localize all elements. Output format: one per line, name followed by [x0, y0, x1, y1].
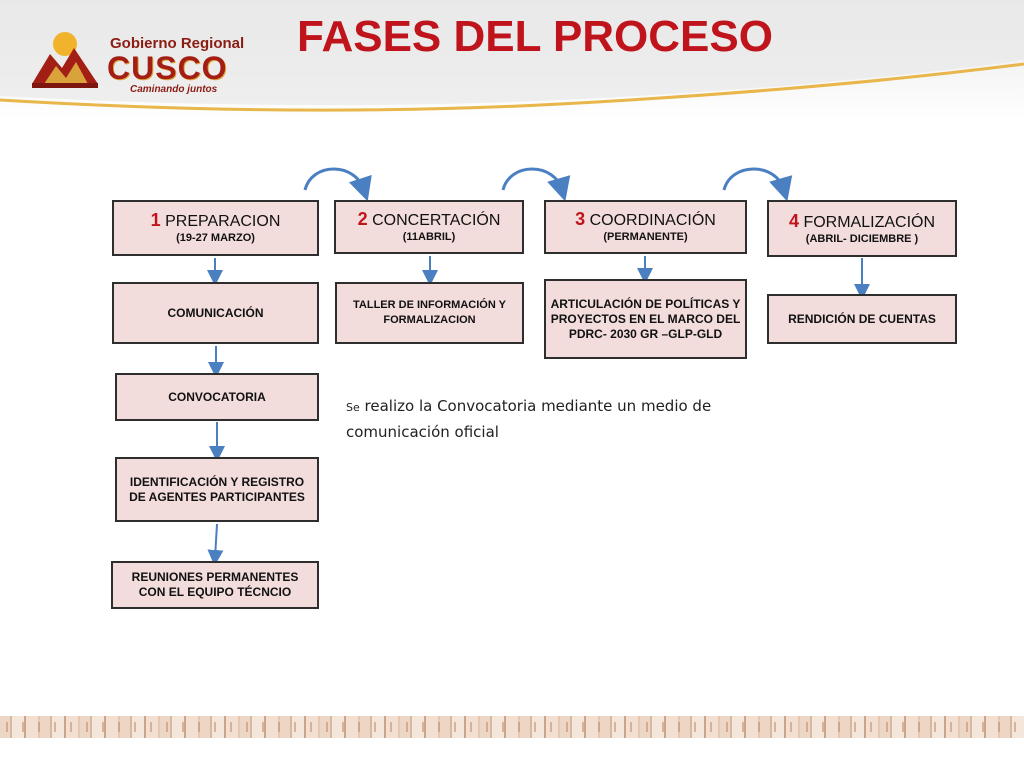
phase-3-box: 3 COORDINACIÓN (PERMANENTE) [544, 200, 747, 254]
arrow-identificacion-to-reuniones [207, 523, 224, 566]
step-articulacion: ARTICULACIÓN DE POLÍTICAS Y PROYECTOS EN… [544, 279, 747, 359]
step-articulacion-label: ARTICULACIÓN DE POLÍTICAS Y PROYECTOS EN… [550, 296, 741, 341]
decorative-bottom-border-pattern [0, 722, 1024, 732]
phase-4-label: FORMALIZACIÓN [803, 213, 936, 231]
phase-4-number: 4 [788, 210, 799, 231]
logo-line1: Gobierno Regional [110, 35, 245, 52]
logo-line2: CUSCO [107, 50, 228, 86]
phase-4-dates: (ABRIL- DICIEMBRE ) [805, 232, 919, 245]
phase-2-label: CONCERTACIÓN [372, 212, 501, 229]
phase-1-label: PREPARACION [165, 213, 281, 230]
phase-1-title: 1 PREPARACION [151, 211, 281, 231]
step-reuniones-label: REUNIONES PERMANENTES CON EL EQUIPO TÉCN… [131, 570, 299, 599]
curved-arrow-3-4 [722, 167, 793, 202]
phase-1-box: 1 PREPARACION (19-27 MARZO) [112, 200, 319, 256]
convocatoria-note: Se realizo la Convocatoria mediante un m… [346, 394, 746, 445]
step-identificacion: IDENTIFICACIÓN Y REGISTRO DE AGENTES PAR… [115, 457, 319, 522]
step-comunicacion: COMUNICACIÓN [112, 282, 319, 344]
note-prefix: Se [346, 401, 360, 414]
page-title: FASES DEL PROCESO [297, 12, 773, 61]
phase-2-dates: (11ABRIL) [402, 231, 456, 243]
step-taller-label: TALLER DE INFORMACIÓN Y FORMALIZACION [353, 299, 506, 326]
gobierno-regional-cusco-logo: Gobierno Regional CUSCO Caminando juntos [30, 20, 244, 98]
phase-3-label: COORDINACIÓN [589, 212, 716, 229]
curved-arrow-2-3 [501, 167, 571, 202]
step-comunicacion-label: COMUNICACIÓN [167, 305, 264, 320]
phase-2-box: 2 CONCERTACIÓN (11ABRIL) [334, 200, 524, 254]
phase-2-title: 2 CONCERTACIÓN [358, 210, 501, 230]
header-curve-decoration [0, 0, 1024, 112]
step-taller: TALLER DE INFORMACIÓN Y FORMALIZACION [335, 282, 524, 344]
phase-3-number: 3 [575, 209, 586, 229]
step-rendicion-label: RENDICIÓN DE CUENTAS [788, 311, 936, 326]
note-text: realizo la Convocatoria mediante un medi… [346, 397, 712, 441]
step-convocatoria: CONVOCATORIA [115, 373, 319, 421]
step-identificacion-label: IDENTIFICACIÓN Y REGISTRO DE AGENTES PAR… [129, 474, 305, 504]
step-rendicion: RENDICIÓN DE CUENTAS [767, 294, 957, 344]
phase-4-title: 4 FORMALIZACIÓN [788, 210, 936, 232]
phase-3-dates: (PERMANENTE) [603, 231, 688, 243]
step-convocatoria-label: CONVOCATORIA [168, 389, 266, 404]
step-reuniones: REUNIONES PERMANENTES CON EL EQUIPO TÉCN… [111, 561, 319, 609]
phase-1-dates: (19-27 MARZO) [176, 232, 255, 244]
phase-3-title: 3 COORDINACIÓN [575, 210, 716, 230]
phase-4-box: 4 FORMALIZACIÓN (ABRIL- DICIEMBRE ) [767, 200, 957, 257]
logo-mark-icon [32, 32, 98, 88]
logo-motto: Caminando juntos [130, 84, 218, 95]
phase-1-number: 1 [150, 210, 161, 230]
curved-arrow-1-2 [303, 167, 372, 202]
phase-2-number: 2 [357, 209, 368, 229]
